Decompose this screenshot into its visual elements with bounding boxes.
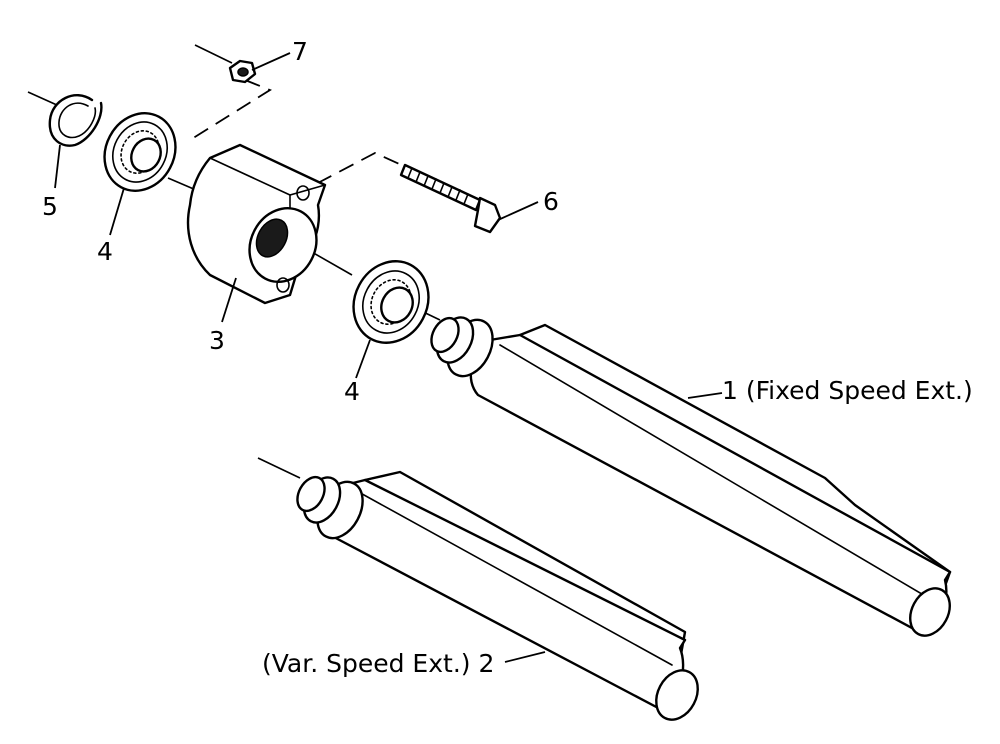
label-housing: 3 xyxy=(209,326,225,355)
bearing-housing xyxy=(186,143,327,305)
bearing-right xyxy=(352,260,430,344)
leader-lines xyxy=(54,52,723,663)
label-nut: 7 xyxy=(292,37,308,66)
assembly-dash-lines xyxy=(189,79,409,196)
label-var-shaft: (Var. Speed Ext.) 2 xyxy=(262,649,494,678)
label-bolt: 6 xyxy=(543,187,559,216)
bearing-left xyxy=(103,112,177,192)
retaining-ring xyxy=(48,94,103,147)
label-bearing-right: 4 xyxy=(344,377,360,406)
label-bearing-left: 4 xyxy=(97,237,113,266)
label-fixed-shaft: 1 (Fixed Speed Ext.) xyxy=(722,376,973,405)
var-speed-shaft xyxy=(296,470,699,721)
fixed-speed-shaft xyxy=(430,316,952,637)
bolt xyxy=(399,163,502,234)
hex-nut xyxy=(228,59,257,84)
label-retaining-ring: 5 xyxy=(42,192,58,221)
